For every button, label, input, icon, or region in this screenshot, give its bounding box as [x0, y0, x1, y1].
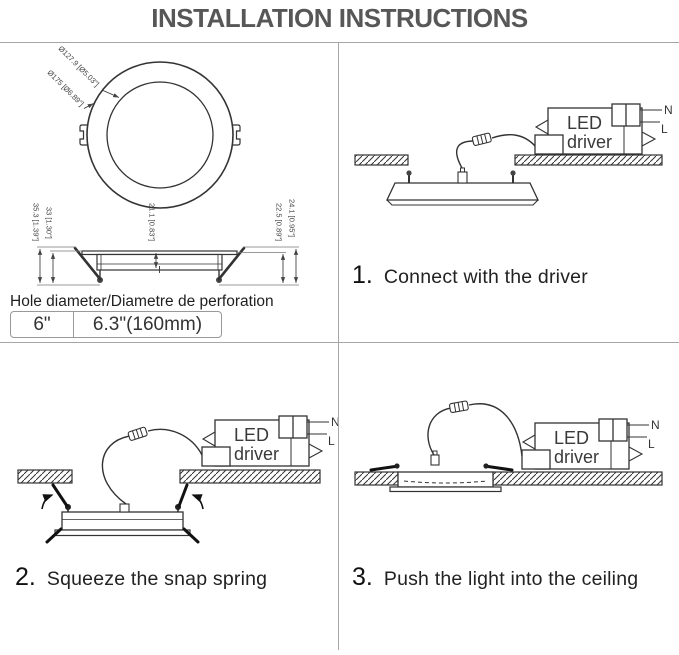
- step1-number: 1.: [352, 261, 373, 289]
- step3-number: 3.: [352, 563, 373, 591]
- driver-wire: [455, 132, 536, 169]
- driver-label-line2: driver: [234, 444, 279, 464]
- dim-height-inner: 33 [1.30"]: [45, 207, 54, 239]
- step2-caption: 2. Squeeze the snap spring: [15, 563, 267, 592]
- snap-spring-right: [486, 465, 514, 472]
- driver-input-box: [521, 449, 551, 470]
- driver-input-box: [534, 134, 564, 155]
- downlight: [385, 167, 540, 206]
- break-symbol-right: [308, 443, 324, 459]
- wire-connector: [471, 132, 492, 146]
- side-view: [73, 246, 246, 283]
- step1-caption: 1. Connect with the driver: [352, 261, 588, 290]
- break-symbol-right: [641, 131, 657, 147]
- divider-middle: [0, 342, 679, 343]
- downlight: [45, 483, 200, 544]
- step2-label: Squeeze the snap spring: [46, 568, 268, 590]
- ceiling: [17, 469, 321, 484]
- mount-tab-left: [79, 124, 88, 146]
- led-driver: N L LED driver: [521, 418, 660, 470]
- front-view: [79, 61, 241, 209]
- squeeze-arrow-left: [41, 494, 54, 510]
- spring-pin-left: [406, 170, 412, 176]
- snap-spring-left: [51, 483, 69, 508]
- dim-outer-diameter: Ø175 [Ø6.89"]: [46, 68, 86, 108]
- led-driver: N L LED driver: [534, 103, 673, 155]
- wire-connector: [449, 400, 469, 414]
- step3-panel: N L LED driver 3.: [338, 342, 679, 655]
- dim-height-outer: 35.3 [1.39"]: [32, 203, 41, 241]
- step2-diagram: N L LED driver: [17, 415, 338, 544]
- ceiling: [354, 154, 663, 166]
- terminal-n-label: N: [331, 415, 338, 429]
- hole-diameter-label: Hole diameter/Diametre de perforation: [10, 293, 274, 310]
- terminal-l-label: L: [328, 434, 335, 448]
- spring-pivot-left: [394, 463, 400, 469]
- divider-vertical: [338, 42, 339, 650]
- ceiling: [354, 471, 663, 486]
- terminal-n-label: N: [651, 418, 660, 432]
- squeeze-arrow-right: [191, 494, 204, 510]
- downlight: [369, 450, 514, 493]
- step2-number: 2.: [15, 563, 36, 591]
- wire-connector: [127, 426, 148, 441]
- step1-diagram: N L LED driver: [354, 103, 673, 206]
- step3-caption: 3. Push the light into the ceiling: [352, 563, 638, 592]
- dim-depth-outer: 24.1 [0.95"]: [288, 199, 297, 237]
- snap-spring-right: [217, 246, 246, 281]
- break-symbol-left: [201, 431, 216, 447]
- terminal-l-label: L: [661, 122, 668, 136]
- step3-label: Push the light into the ceiling: [383, 568, 639, 590]
- step1-panel: N L LED driver 1. Conne: [338, 42, 679, 342]
- driver-label-line1: LED: [567, 113, 602, 133]
- divider-top: [0, 42, 679, 43]
- spec-panel: Ø127.9 [Ø5.03"] Ø175 [Ø6.89"]: [0, 42, 338, 342]
- terminal-l-label: L: [648, 437, 655, 451]
- spring-arm-left: [45, 527, 63, 544]
- driver-label-line2: driver: [554, 447, 599, 467]
- spring-arm-right: [182, 527, 200, 544]
- snap-spring-left: [369, 465, 397, 472]
- spring-pivot-right: [483, 463, 489, 469]
- driver-label-line1: LED: [554, 428, 589, 448]
- step2-panel: N L LED driver: [0, 342, 338, 655]
- snap-spring-left: [73, 246, 102, 281]
- hole-size-cell: 6": [11, 312, 74, 337]
- spec-drawing: Ø127.9 [Ø5.03"] Ø175 [Ø6.89"]: [32, 44, 299, 286]
- squeeze-arrows: [41, 494, 204, 510]
- snap-spring-right: [177, 483, 189, 508]
- break-symbol-left: [534, 119, 549, 135]
- step3-diagram: N L LED driver: [354, 400, 663, 493]
- spring-pin-right: [510, 170, 516, 176]
- hole-cut-cell: 6.3"(160mm): [92, 313, 203, 335]
- terminal-n-label: N: [664, 103, 673, 117]
- driver-label-line1: LED: [234, 425, 269, 445]
- page-title: INSTALLATION INSTRUCTIONS: [151, 3, 528, 33]
- driver-input-box: [201, 446, 231, 467]
- break-symbol-left: [521, 434, 536, 450]
- driver-wire: [101, 426, 203, 505]
- side-dimensions: [37, 246, 299, 286]
- hole-diameter-table: 6" 6.3"(160mm): [10, 311, 222, 338]
- step1-label: Connect with the driver: [383, 266, 588, 288]
- driver-wire: [427, 400, 523, 457]
- dim-depth-inner: 22.5 [0.89"]: [275, 203, 284, 241]
- dim-body-height: 21.1 [0.83"]: [148, 203, 157, 241]
- led-driver: N L LED driver: [201, 415, 338, 467]
- driver-label-line2: driver: [567, 132, 612, 152]
- mount-tab-right: [232, 124, 241, 146]
- break-symbol-right: [628, 446, 644, 462]
